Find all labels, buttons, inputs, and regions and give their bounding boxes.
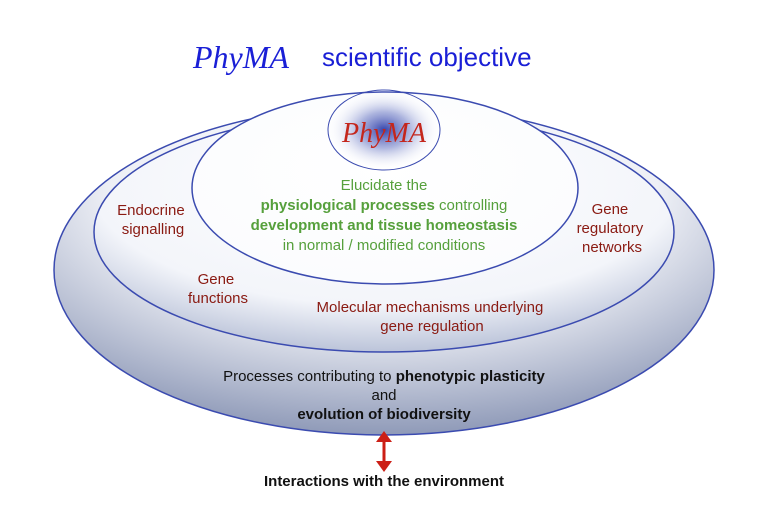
label-endocrine-line-2: signalling bbox=[122, 221, 185, 238]
core-glow bbox=[328, 90, 440, 170]
label-endocrine-line-1: Endocrine bbox=[117, 202, 185, 219]
core-line-4: in normal / modified conditions bbox=[283, 237, 486, 254]
label-gene-functions-line-2: functions bbox=[188, 290, 248, 307]
label-endocrine-signalling: Endocrine signalling bbox=[117, 202, 189, 238]
outer-line-1: Processes contributing to phenotypic pla… bbox=[223, 368, 545, 385]
label-gene-functions-line-1: Gene bbox=[198, 271, 235, 288]
core-glow-outline bbox=[327, 89, 441, 171]
label-gene-functions: Gene functions bbox=[188, 271, 248, 307]
label-grn-line-2: regulatory bbox=[577, 220, 644, 237]
label-molecular-line-2: gene regulation bbox=[380, 318, 483, 335]
outer-line-1-bold: phenotypic plasticity bbox=[396, 368, 546, 385]
outer-line-1-plain: Processes contributing to bbox=[223, 368, 396, 385]
header-logo: PhyMA bbox=[192, 39, 289, 75]
label-grn-line-1: Gene bbox=[592, 201, 629, 218]
core-line-2-bold: physiological processes bbox=[261, 197, 435, 214]
outer-line-3: evolution of biodiversity bbox=[297, 406, 471, 423]
label-molecular-mechanisms: Molecular mechanisms underlying gene reg… bbox=[317, 299, 548, 335]
header-title: scientific objective bbox=[322, 42, 532, 72]
core-line-2: physiological processes controlling bbox=[261, 197, 508, 214]
core-line-3: development and tissue homeostasis bbox=[251, 217, 518, 234]
double-arrow-icon bbox=[376, 431, 392, 472]
core-line-1: Elucidate the bbox=[341, 177, 428, 194]
label-molecular-line-1: Molecular mechanisms underlying bbox=[317, 299, 544, 316]
core-line-2-rest: controlling bbox=[435, 197, 508, 214]
core-logo: PhyMA bbox=[341, 118, 427, 149]
outer-line-2: and bbox=[371, 387, 396, 404]
label-grn-line-3: networks bbox=[582, 239, 642, 256]
environment-label: Interactions with the environment bbox=[264, 473, 504, 490]
label-gene-regulatory-networks: Gene regulatory networks bbox=[577, 201, 648, 256]
